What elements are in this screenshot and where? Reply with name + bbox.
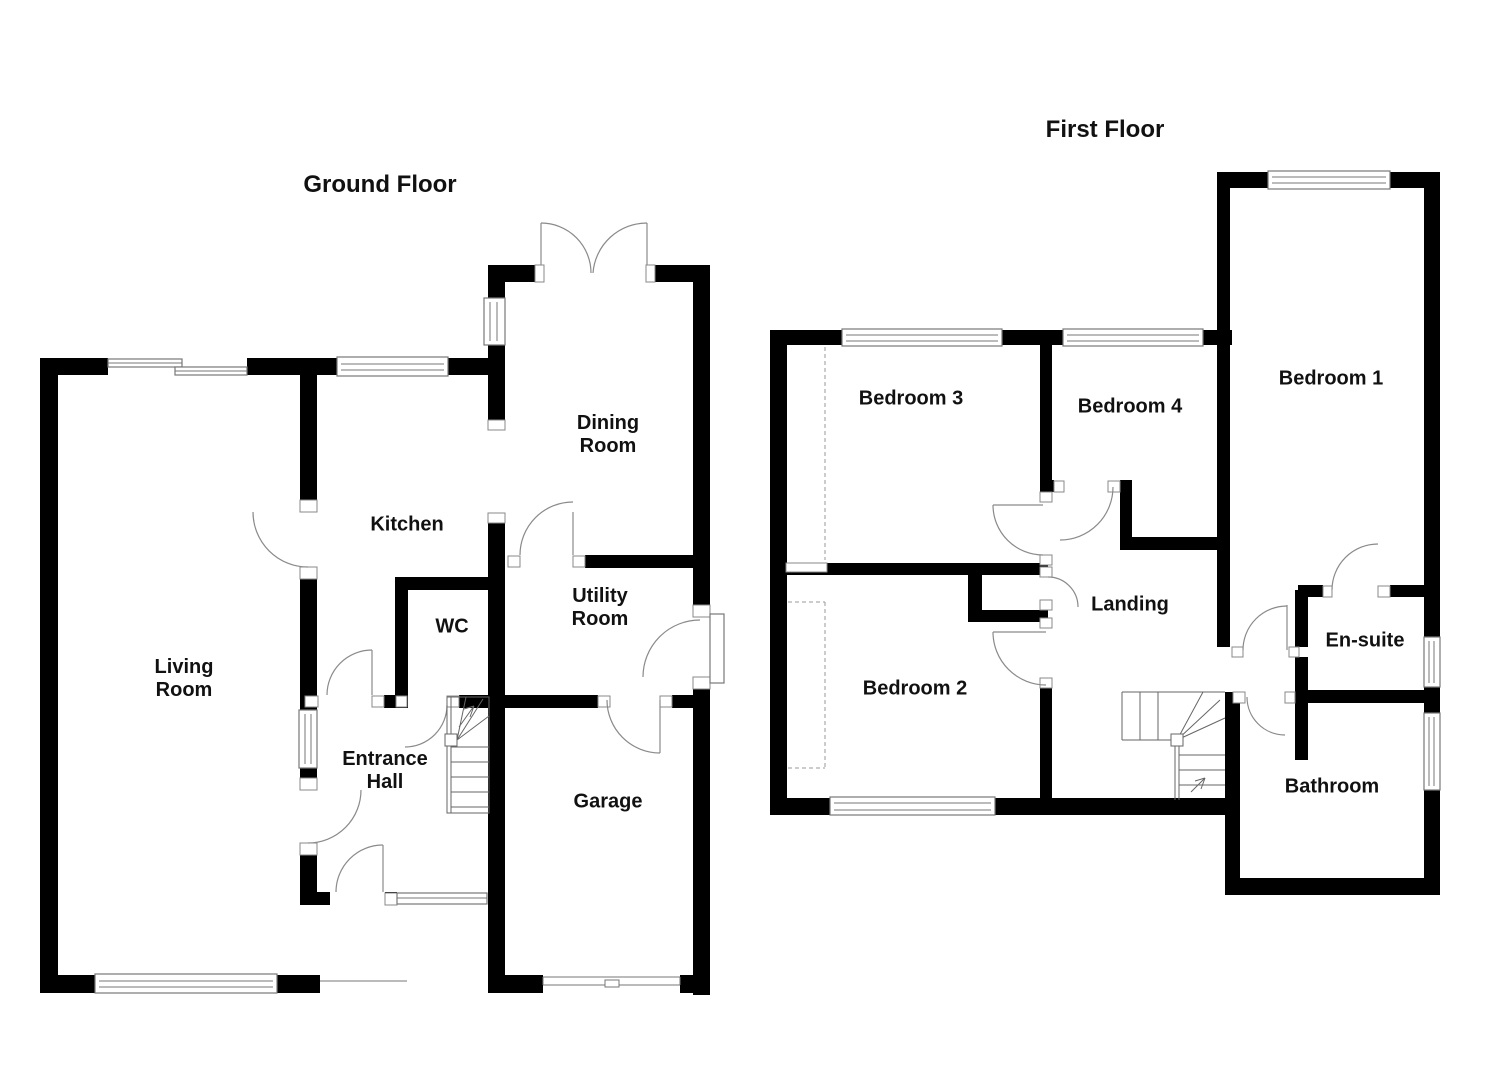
room-label-dining-room: Dining Room bbox=[576, 412, 640, 457]
bedroom2-eaves-outline bbox=[788, 601, 826, 769]
first-floor-windows bbox=[829, 170, 1441, 816]
room-label-bedroom-2: Bedroom 2 bbox=[862, 677, 968, 700]
stairs-direction-arrow bbox=[1190, 777, 1206, 793]
ground-floor-walls bbox=[40, 265, 710, 995]
wc-door-arc bbox=[404, 704, 448, 748]
door-arc-living-kitchen bbox=[252, 511, 309, 568]
ground-floor-plan bbox=[40, 222, 725, 995]
utility-external-door-leaf bbox=[709, 613, 725, 684]
bedroom4-door-arc bbox=[1059, 486, 1114, 541]
front-door-arc bbox=[335, 844, 384, 893]
stairs-newel bbox=[1170, 733, 1184, 747]
kitchen-door-arc bbox=[326, 649, 373, 696]
ground-floor-thin-details bbox=[320, 976, 681, 988]
stairs-winder-lines bbox=[456, 696, 490, 741]
first-floor-plan bbox=[770, 170, 1441, 895]
french-door-left-arc bbox=[540, 222, 592, 274]
first-floor-dashed-lines bbox=[788, 347, 826, 769]
ensuite-window bbox=[1423, 636, 1441, 688]
room-label-bathroom: Bathroom bbox=[1284, 775, 1380, 798]
ground-floor-doors bbox=[252, 222, 701, 893]
room-label-bedroom-3: Bedroom 3 bbox=[858, 387, 964, 410]
ground-floor-title: Ground Floor bbox=[303, 171, 457, 198]
room-label-garage: Garage bbox=[573, 790, 643, 813]
bedroom3-door-arc bbox=[992, 504, 1044, 556]
bedroom2-window bbox=[829, 796, 996, 816]
room-label-landing: Landing bbox=[1091, 593, 1169, 616]
living-room-bottom-window bbox=[94, 973, 278, 994]
bathroom-window bbox=[1423, 712, 1441, 791]
kitchen-window bbox=[336, 356, 449, 377]
bedroom4-window bbox=[1062, 328, 1204, 347]
bedroom2-door-arc bbox=[992, 631, 1047, 686]
ground-floor-door-jambs bbox=[299, 264, 711, 906]
stairs-direction-arrow bbox=[458, 705, 475, 728]
ground-floor-stairs bbox=[444, 696, 490, 814]
room-label-wc: WC bbox=[435, 615, 469, 638]
bedroom3-window bbox=[841, 328, 1003, 347]
garage-door-handle bbox=[604, 979, 620, 988]
french-door-right-arc bbox=[592, 222, 648, 274]
room-label-entrance-hall: Entrance Hall bbox=[342, 748, 428, 793]
ground-floor-windows bbox=[94, 297, 725, 994]
first-floor-doors bbox=[992, 486, 1379, 736]
dining-room-window bbox=[483, 297, 506, 346]
ensuite-door-arc bbox=[1331, 543, 1379, 591]
utility-door-arc bbox=[519, 501, 574, 556]
first-floor-stairs bbox=[1121, 691, 1226, 800]
cupboard-door-arc bbox=[1047, 576, 1079, 608]
room-label-bedroom-1: Bedroom 1 bbox=[1278, 367, 1384, 390]
first-floor-walls bbox=[770, 172, 1440, 895]
utility-external-door-arc bbox=[642, 619, 701, 678]
stairs-winder-lines bbox=[1176, 691, 1226, 741]
bedroom1-door-arc bbox=[1242, 605, 1288, 651]
bedroom1-window bbox=[1267, 170, 1391, 190]
living-room-top-window bbox=[107, 358, 183, 368]
first-floor-title: First Floor bbox=[1045, 116, 1165, 143]
room-label-kitchen: Kitchen bbox=[370, 513, 444, 536]
room-label-en-suite: En-suite bbox=[1325, 629, 1405, 652]
bathroom-door-arc bbox=[1246, 696, 1286, 736]
stairs-newel bbox=[444, 733, 458, 747]
room-label-utility-room: Utility Room bbox=[571, 585, 629, 630]
garage-door-arc bbox=[606, 699, 661, 754]
hall-internal-window bbox=[298, 709, 318, 769]
door-arc-living-hall bbox=[307, 789, 362, 844]
first-floor-door-jambs bbox=[785, 480, 1391, 704]
hall-front-window bbox=[396, 892, 488, 905]
room-label-bedroom-4: Bedroom 4 bbox=[1077, 395, 1183, 418]
living-room-top-window-2 bbox=[174, 366, 248, 376]
room-label-living-room: Living Room bbox=[154, 656, 214, 701]
